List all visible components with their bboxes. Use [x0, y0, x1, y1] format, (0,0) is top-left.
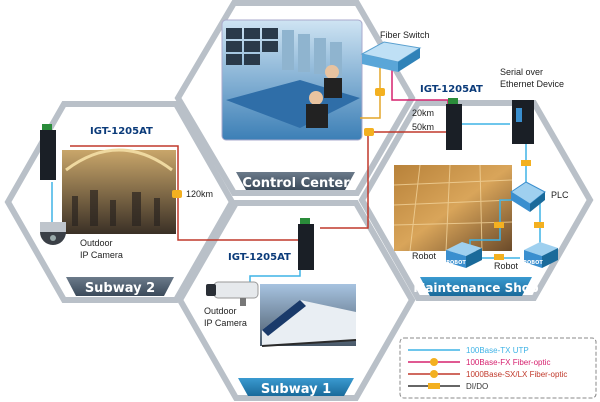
igt-label-subway-1: IGT-1205AT [228, 252, 291, 263]
fiber-switch-icon [360, 41, 422, 72]
zone-label-control-center: Control Center [242, 176, 350, 191]
cable-control-to-subway-1 [320, 132, 369, 229]
camera-label-subway-2-line2: IP Camera [80, 250, 123, 260]
legend-item-dido: DI/DO [408, 382, 488, 391]
link-tags [172, 88, 544, 260]
legend: 100Base-TX UTP 100Base-FX Fiber-optic 10… [399, 337, 597, 399]
banner-control-center [236, 172, 355, 190]
station-photo [62, 148, 176, 234]
banner-subway-1 [238, 378, 354, 396]
camera-label-subway-1-line1: Outdoor [204, 306, 237, 316]
fiber-switch-label: Fiber Switch [380, 30, 430, 40]
banner-maintenance-shop [420, 277, 532, 296]
dome-camera-icon [40, 222, 66, 245]
plc-icon [510, 181, 546, 212]
legend-label-sx-lx: 1000Base-SX/LX Fiber-optic [466, 370, 567, 379]
plc-label: PLC [551, 190, 569, 200]
distance-label-20km: 20km [412, 108, 434, 118]
train-photo [260, 284, 357, 347]
warehouse-photo [393, 164, 513, 252]
legend-label-utp: 100Base-TX UTP [466, 346, 529, 355]
legend-item-utp: 100Base-TX UTP [408, 346, 529, 355]
igt-device-subway-2 [40, 124, 56, 180]
serial-device-label-line1: Serial over [500, 67, 543, 77]
legend-label-dido: DI/DO [466, 382, 488, 391]
serial-device-label-line2: Ethernet Device [500, 79, 564, 89]
distance-label-120km: 120km [186, 189, 213, 199]
serial-device-icon [512, 100, 534, 144]
legend-item-sx-lx: 1000Base-SX/LX Fiber-optic [408, 370, 567, 379]
igt-label-subway-2: IGT-1205AT [90, 126, 153, 137]
zone-label-subway-2: Subway 2 [85, 281, 155, 296]
robot-box-label-left: ROBOT [446, 260, 466, 266]
camera-label-subway-1-line2: IP Camera [204, 318, 247, 328]
igt-device-subway-1 [298, 218, 314, 270]
robot-icon-left [446, 242, 482, 268]
banner-subway-2 [66, 277, 174, 296]
legend-item-fx: 100Base-FX Fiber-optic [408, 358, 550, 367]
robot-icon-right [524, 242, 558, 268]
zone-label-maintenance-shop: Maintenance Shop [413, 281, 539, 295]
igt-label-top: IGT-1205AT [420, 84, 483, 95]
legend-label-fx: 100Base-FX Fiber-optic [466, 358, 550, 367]
zone-label-subway-1: Subway 1 [261, 382, 331, 397]
distance-label-50km: 50km [412, 122, 434, 132]
robot-label-left: Robot [412, 251, 437, 261]
igt-device-top [446, 98, 462, 150]
control-room-photo [221, 19, 363, 141]
robot-label-right: Robot [494, 261, 519, 271]
camera-label-subway-2-line1: Outdoor [80, 238, 113, 248]
cable-switch-to-control [360, 64, 381, 119]
robot-box-label-right: ROBOT [523, 260, 543, 266]
bullet-camera-icon [206, 281, 259, 306]
